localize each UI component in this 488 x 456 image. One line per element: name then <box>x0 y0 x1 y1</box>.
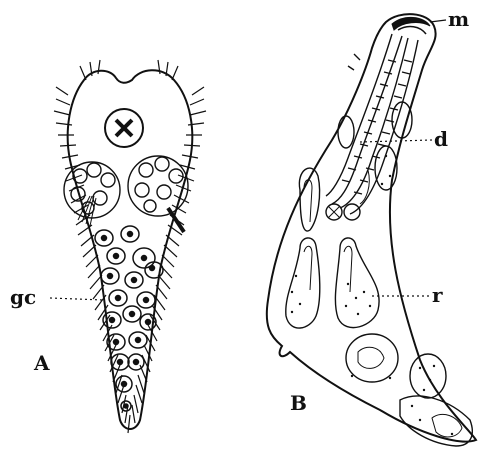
gc-pointer <box>50 298 104 300</box>
label-m: m <box>448 7 469 31</box>
oral-sucker <box>392 17 430 34</box>
m-pointer <box>430 20 446 22</box>
label-panel-b: B <box>290 391 307 415</box>
label-gc: gc <box>10 285 36 309</box>
stippling <box>291 155 453 435</box>
d-pointer <box>360 140 432 142</box>
redia-left <box>286 238 320 328</box>
cilia-fringe <box>54 60 206 433</box>
label-panel-a: A <box>33 351 50 375</box>
embryos <box>286 102 473 446</box>
label-d: d <box>434 127 448 151</box>
sporocyst-body-outline <box>267 14 476 441</box>
cell-cluster-right <box>128 156 188 232</box>
digestive-tube <box>326 34 418 214</box>
sporocyst-b <box>267 14 476 446</box>
larva-a <box>50 60 206 433</box>
eyespot-x <box>105 109 143 147</box>
label-r: r <box>432 283 443 307</box>
